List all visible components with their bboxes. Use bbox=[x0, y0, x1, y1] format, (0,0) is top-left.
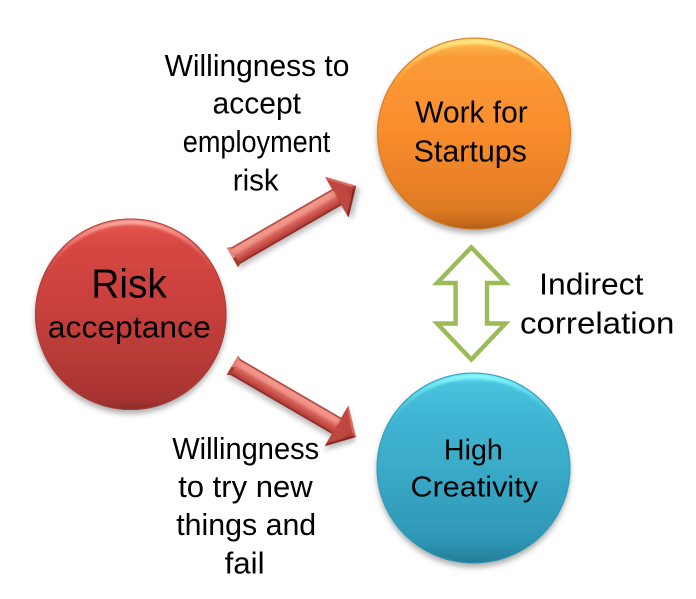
svg-text:Work for: Work for bbox=[415, 94, 527, 129]
svg-text:Willingness to: Willingness to bbox=[165, 48, 350, 83]
svg-text:Risk: Risk bbox=[91, 261, 167, 307]
svg-text:accept: accept bbox=[213, 86, 302, 121]
svg-text:High: High bbox=[444, 435, 503, 467]
svg-text:to try new: to try new bbox=[178, 469, 313, 504]
svg-text:Startups: Startups bbox=[414, 133, 527, 168]
svg-text:fail: fail bbox=[225, 545, 265, 580]
svg-text:Willingness: Willingness bbox=[172, 431, 319, 466]
svg-text:Indirect: Indirect bbox=[539, 267, 644, 302]
svg-text:employment: employment bbox=[183, 124, 331, 159]
svg-text:risk: risk bbox=[233, 162, 279, 197]
svg-text:correlation: correlation bbox=[520, 305, 674, 340]
svg-text:things and: things and bbox=[176, 507, 316, 542]
svg-text:Creativity: Creativity bbox=[411, 472, 539, 504]
svg-text:acceptance: acceptance bbox=[48, 310, 211, 345]
